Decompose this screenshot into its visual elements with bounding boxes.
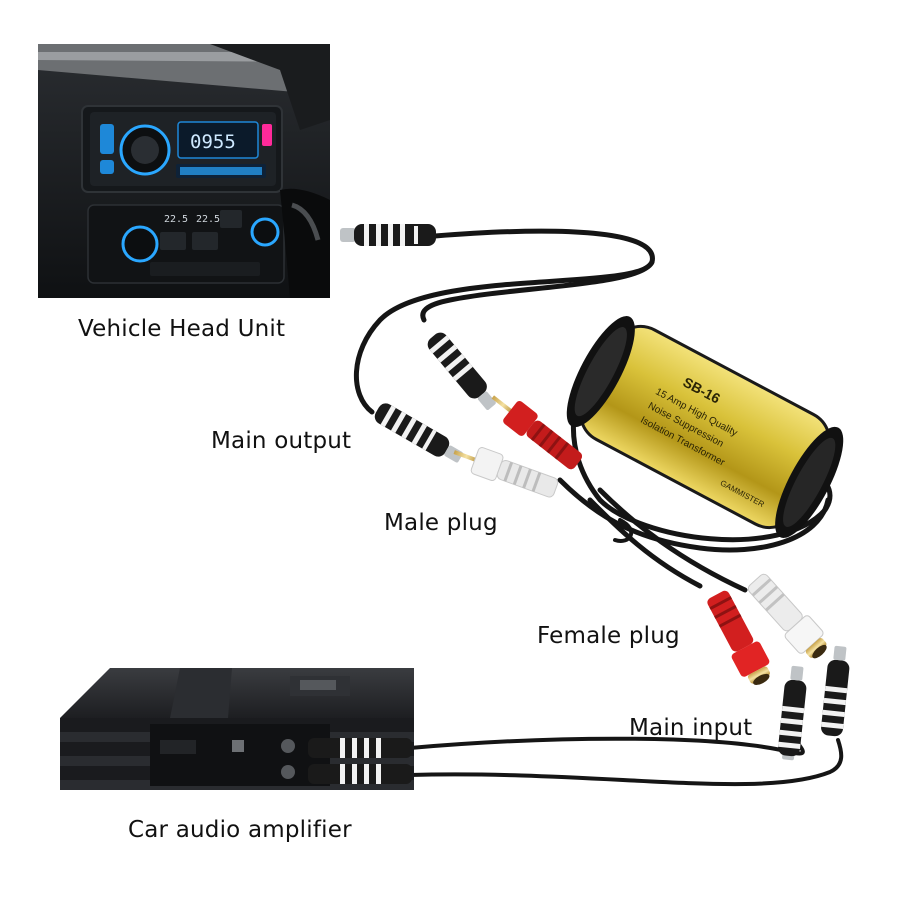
- head-unit-temp-right: 22.5: [196, 214, 220, 225]
- head-unit-display-text: 0955: [190, 131, 236, 153]
- label-main-output: Main output: [211, 428, 352, 454]
- main-output-plug-upper: [427, 332, 496, 410]
- head-unit-rca-plug: [340, 224, 436, 246]
- car-audio-amplifier: [60, 668, 414, 790]
- female-plug-red: [707, 590, 770, 685]
- label-vehicle-head-unit: Vehicle Head Unit: [78, 316, 286, 342]
- male-plug-red: [491, 395, 583, 470]
- label-main-input: Main input: [629, 715, 753, 741]
- head-unit-photo: 0955 22.5 22.5: [38, 44, 330, 298]
- label-car-audio-amplifier: Car audio amplifier: [128, 817, 352, 843]
- male-plug-white: [453, 447, 559, 498]
- head-unit-temp-left: 22.5: [164, 214, 188, 225]
- label-female-plug: Female plug: [537, 623, 680, 649]
- female-plug-white: [747, 573, 827, 659]
- noise-filter-device: SB-16 15 Amp High Quality Noise Suppress…: [566, 316, 844, 538]
- main-input-plug-right: [821, 645, 850, 737]
- label-male-plug: Male plug: [384, 510, 498, 536]
- main-input-plug-left: [778, 665, 807, 761]
- main-output-plug-lower: [374, 403, 463, 463]
